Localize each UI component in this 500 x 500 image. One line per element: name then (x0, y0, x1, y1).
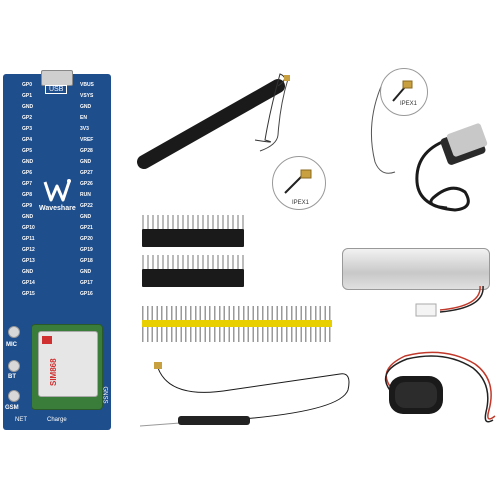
pin-label: GP21 (80, 225, 93, 231)
pin-label: GP22 (80, 203, 93, 209)
gsm-label: GSM (5, 405, 19, 411)
pin-label: GND (22, 104, 34, 110)
bluetooth-wire-antenna (140, 362, 350, 427)
pin-label: GND (22, 269, 34, 275)
pin-label: GND (80, 214, 92, 220)
pin-label: VSYS (80, 93, 94, 99)
pin-label: VBUS (80, 82, 94, 88)
pin-label: GP7 (22, 181, 33, 187)
sim868-module: SIM868 (31, 324, 103, 410)
pin-label: GP15 (22, 291, 35, 297)
pin-label: GP0 (22, 82, 33, 88)
pin-label: GP16 (80, 291, 93, 297)
pin-label: GND (80, 269, 92, 275)
waveshare-logo-icon (43, 179, 71, 202)
pin-label: GP28 (80, 148, 93, 154)
ufl-connector (8, 390, 20, 402)
pin-label: GP13 (22, 258, 35, 264)
female-header-bottom (142, 255, 244, 287)
pin-label: GP20 (80, 236, 93, 242)
gnss-antenna-cable (370, 81, 488, 212)
header-body (142, 229, 244, 247)
pin-label: GND (22, 159, 34, 165)
pin-label: RUN (80, 192, 91, 198)
pin-label: GP10 (22, 225, 35, 231)
ipex-left-label: IPEX1 (292, 200, 310, 206)
net-label: NET (15, 417, 27, 423)
pin-label: GP3 (22, 126, 33, 132)
pin-label: GP6 (22, 170, 33, 176)
pin-label: VREF (80, 137, 94, 143)
pin-label: GP12 (22, 247, 35, 253)
pin-label: GP8 (22, 192, 33, 198)
ufl-connector (8, 326, 20, 338)
battery-wires (415, 286, 484, 317)
pin-label: GP2 (22, 115, 33, 121)
pin-label: GP14 (22, 280, 35, 286)
pin-label: GP11 (22, 236, 35, 242)
pin-label: GP1 (22, 93, 33, 99)
pin-label: GP4 (22, 137, 33, 143)
male-header-yellow (142, 306, 332, 342)
header-pins (142, 255, 244, 269)
ipex-callout-circle (272, 156, 326, 210)
female-header-top (142, 215, 244, 247)
mic-label: MIC (6, 342, 17, 348)
simcom-logo-icon (42, 336, 52, 344)
pin-label: GND (80, 159, 92, 165)
usb-connector (41, 70, 73, 86)
pin-label: GP19 (80, 247, 93, 253)
ipex-pigtail-cable (259, 75, 290, 152)
ipex-right-label: IPEX1 (400, 101, 418, 107)
pin-label: GP27 (80, 170, 93, 176)
pin-label: EN (80, 115, 87, 121)
bt-label: BT (8, 374, 16, 380)
header-pins (142, 215, 244, 229)
pin-label: GND (22, 214, 34, 220)
header-body (142, 269, 244, 287)
pin-label: GP9 (22, 203, 33, 209)
pico-sim868-board: USB GP0 GP1 GND GP2 GP3 GP4 GP5 GND GP6 … (3, 70, 111, 430)
pin-label: GND (80, 104, 92, 110)
pin-label: GP5 (22, 148, 33, 154)
pin-label: GP26 (80, 181, 93, 187)
lipo-battery (342, 248, 490, 290)
pin-label: GP17 (80, 280, 93, 286)
pin-label: 3V3 (80, 126, 89, 132)
ufl-connector (8, 360, 20, 372)
ipex-callout-circle (380, 68, 428, 116)
pin-label: GP18 (80, 258, 93, 264)
gnss-label: GNSS (101, 386, 108, 404)
brand-label: Waveshare (39, 205, 76, 212)
ipex-connector-icon (284, 169, 312, 194)
speaker (384, 351, 496, 423)
module-name: SIM868 (49, 358, 58, 386)
charge-label: Charge (47, 417, 67, 423)
header-body (142, 320, 332, 327)
ipex-connector-icon (392, 80, 413, 102)
module-shield: SIM868 (38, 331, 98, 397)
usb-label: USB (45, 85, 68, 94)
